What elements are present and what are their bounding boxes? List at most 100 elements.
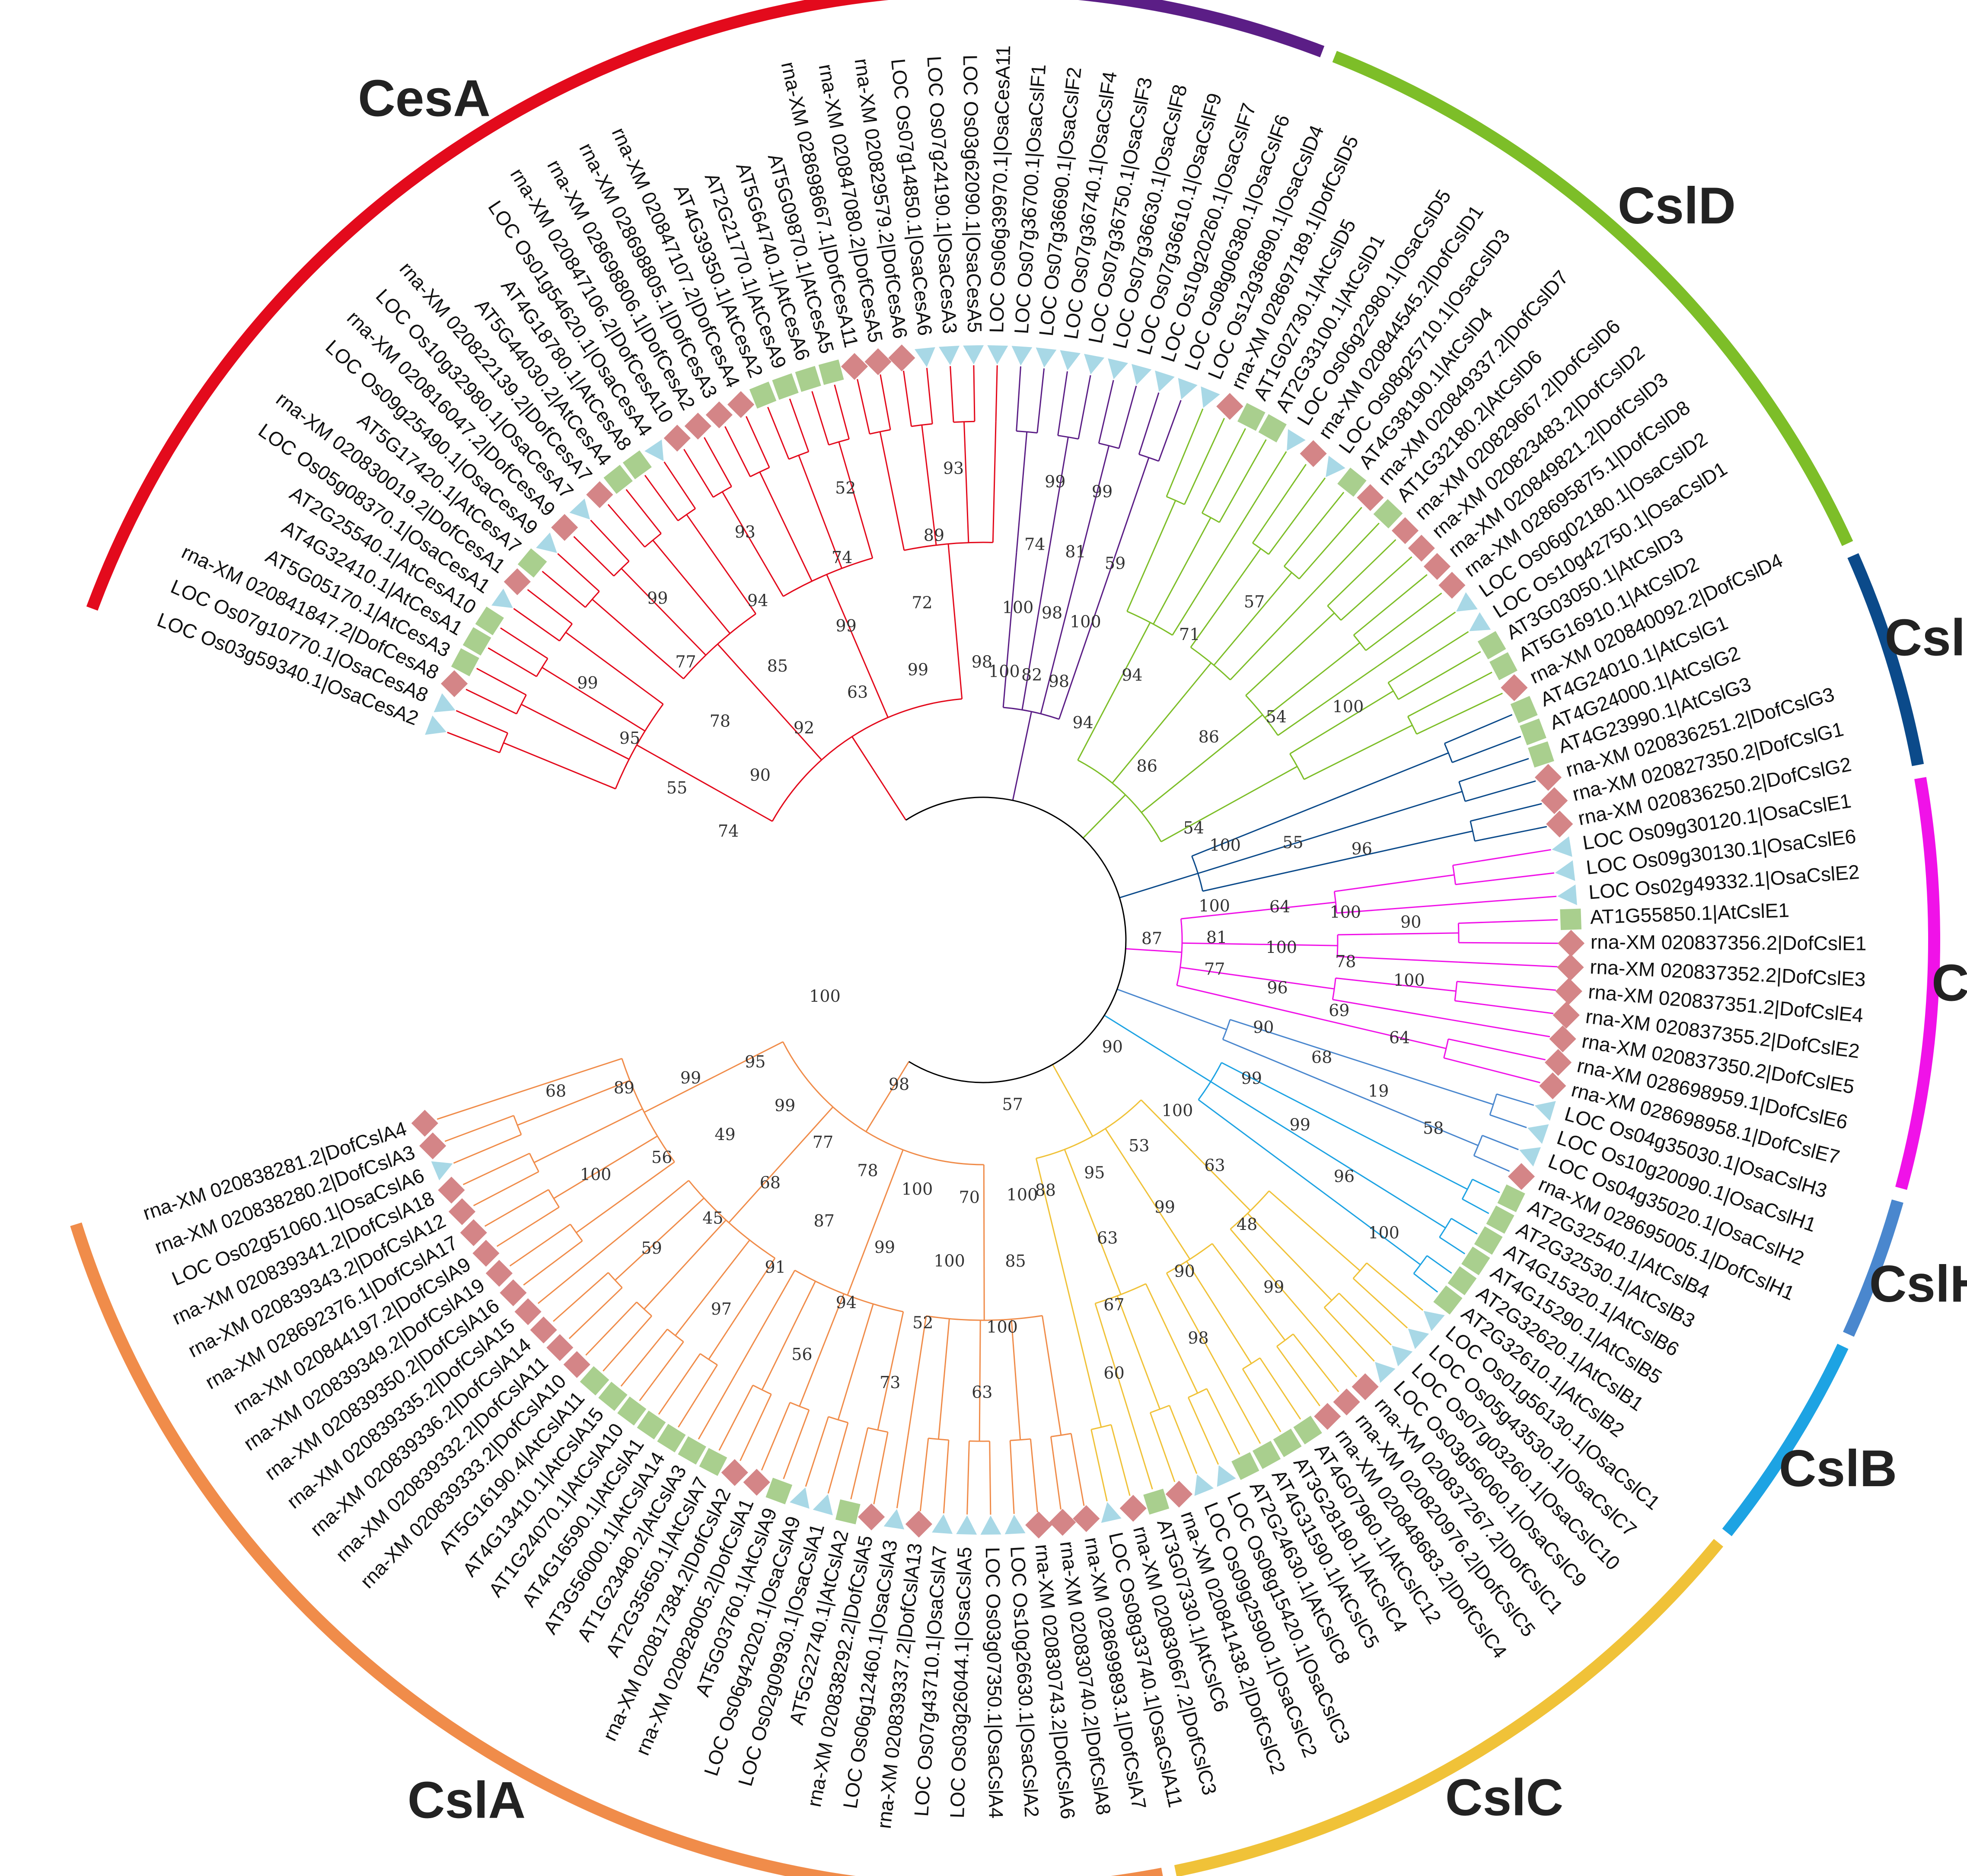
- pair-stem: [1337, 932, 1459, 936]
- leaf-branch: [1118, 385, 1137, 449]
- bootstrap-value: 52: [912, 1313, 933, 1332]
- pair-connector: [1138, 453, 1159, 462]
- pair-stem: [963, 421, 969, 543]
- bootstrap-value: 99: [647, 589, 668, 608]
- leaf-branch: [1462, 1198, 1489, 1214]
- rice-triangle-marker: [1519, 1147, 1541, 1167]
- dof-diamond-marker: [1553, 1001, 1580, 1029]
- clade-arc-csla: [70, 1222, 1163, 1876]
- pair-stem: [615, 1198, 705, 1281]
- leaf-branch: [1138, 392, 1160, 455]
- subclade-stem: [728, 1106, 834, 1223]
- leaf-label: rna-XM 020837356.2|DofCslE1: [1591, 930, 1867, 955]
- leaf-label: LOC Os03g26044.1|OsaCslA5: [946, 1547, 976, 1819]
- arabidopsis-square-marker: [1143, 1488, 1170, 1515]
- leaf-branch: [1489, 1114, 1527, 1128]
- leaf-branch: [644, 475, 679, 521]
- leaf-branch: [1201, 428, 1246, 513]
- bootstrap-value: 100: [580, 1165, 612, 1184]
- bootstrap-value: 81: [1065, 542, 1086, 561]
- subclade-stem: [1222, 1038, 1367, 1100]
- bootstrap-value: 90: [1253, 1018, 1274, 1037]
- subclade-stem: [636, 744, 773, 822]
- pair-stem: [1042, 1315, 1062, 1436]
- bootstrap-value: 94: [836, 1293, 857, 1312]
- clade-arc-csle: [1895, 777, 1941, 1190]
- arabidopsis-square-marker: [818, 359, 844, 385]
- leaf-branch: [527, 589, 573, 624]
- leaf-branch: [639, 1341, 684, 1401]
- pair-connector: [911, 423, 933, 427]
- pair-connector: [570, 1224, 583, 1242]
- leaf-branch: [724, 426, 751, 477]
- leaf-branch: [1009, 1440, 1015, 1514]
- pair-stem: [1289, 690, 1394, 755]
- leaf-branch: [465, 688, 517, 715]
- arabidopsis-square-marker: [835, 1499, 861, 1525]
- leaf-branch: [1458, 919, 1558, 924]
- rice-triangle-marker: [1375, 1362, 1396, 1383]
- subclade-stem: [1077, 622, 1151, 761]
- pair-stem: [907, 1315, 927, 1436]
- bootstrap-value: 59: [641, 1239, 662, 1258]
- subclade-stem: [1105, 1128, 1191, 1260]
- leaf-branch: [1465, 780, 1536, 802]
- arabidopsis-square-marker: [1519, 718, 1546, 745]
- subclade-stem: [1182, 942, 1338, 946]
- subclade-stem: [847, 1150, 904, 1296]
- leaf-branch: [1454, 1000, 1554, 1014]
- bootstrap-value: 100: [986, 1317, 1018, 1336]
- bootstrap-value: 57: [1244, 592, 1265, 612]
- pair-stem: [1378, 1067, 1494, 1105]
- subclade-stem: [1064, 1149, 1122, 1295]
- pair-connector: [1454, 981, 1458, 1001]
- rice-triangle-marker: [1155, 370, 1175, 392]
- arabidopsis-square-marker: [1258, 414, 1287, 443]
- arabidopsis-square-marker: [475, 606, 504, 635]
- subclade-stem: [1210, 1081, 1343, 1165]
- leaf-branch: [1016, 366, 1021, 431]
- dof-diamond-marker: [1544, 1049, 1572, 1076]
- leaf-branch: [834, 384, 850, 440]
- rice-triangle-marker: [536, 532, 557, 553]
- pair-stem: [879, 431, 905, 551]
- pair-connector: [1352, 1262, 1368, 1279]
- dof-diamond-marker: [1557, 954, 1584, 981]
- leaf-branch: [1327, 539, 1396, 607]
- bootstrap-value: 99: [680, 1068, 701, 1087]
- leaf-branch: [513, 608, 560, 642]
- bootstrap-value: 72: [912, 593, 932, 612]
- pair-stem: [1336, 752, 1449, 799]
- dof-diamond-marker: [1408, 535, 1435, 562]
- pair-stem: [1337, 956, 1458, 963]
- leaf-label: AT1G55850.1|AtCslE1: [1590, 899, 1790, 928]
- leaf-branch: [973, 365, 976, 422]
- pair-stem: [937, 1319, 950, 1440]
- pair-stem: [1336, 903, 1457, 914]
- bootstrap-value: 99: [1092, 482, 1113, 501]
- pair-stem: [1333, 999, 1452, 1021]
- dof-diamond-marker: [1546, 810, 1573, 838]
- pair-stem: [1366, 1099, 1479, 1147]
- leaf-branch: [678, 1364, 718, 1428]
- leaf-label: LOC Os06g39970.1|OsaCesA11: [985, 45, 1014, 333]
- bootstrap-value: 100: [1070, 612, 1101, 631]
- pair-stem: [1016, 432, 1028, 553]
- leaf-branch: [926, 368, 933, 424]
- pair-connector: [828, 438, 849, 446]
- pair-connector: [1252, 542, 1269, 555]
- leaf-branch: [1444, 1057, 1540, 1083]
- subclade-stem: [644, 1041, 784, 1113]
- clade-stem: [851, 736, 907, 821]
- clade-arc-cslf: [1078, 0, 1325, 57]
- leaf-branch: [456, 710, 508, 734]
- arabidopsis-square-marker: [678, 1436, 706, 1465]
- leaf-branch: [1283, 492, 1345, 567]
- pair-stem: [992, 421, 997, 543]
- rice-triangle-marker: [980, 1515, 1001, 1535]
- subclade-stem: [1112, 662, 1212, 784]
- bootstrap-value: 99: [1263, 1277, 1284, 1296]
- leaf-branch: [950, 366, 954, 423]
- dof-diamond-marker: [663, 424, 691, 452]
- leaf-branch: [767, 407, 790, 460]
